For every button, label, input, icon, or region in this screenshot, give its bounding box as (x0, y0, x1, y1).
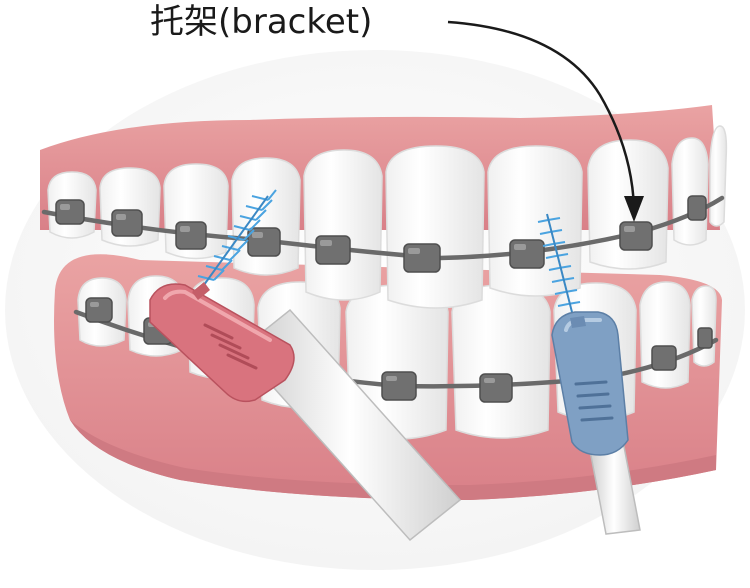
pointer-arrowhead (624, 196, 644, 222)
left-interdental-brush (149, 189, 462, 542)
pointer-arrow (447, 20, 636, 209)
lower-gum-shadow (70, 420, 716, 500)
right-interdental-brush (537, 213, 641, 535)
bracket-callout-label: 托架(bracket) (150, 2, 373, 42)
upper-bracket-highlights (60, 204, 635, 254)
